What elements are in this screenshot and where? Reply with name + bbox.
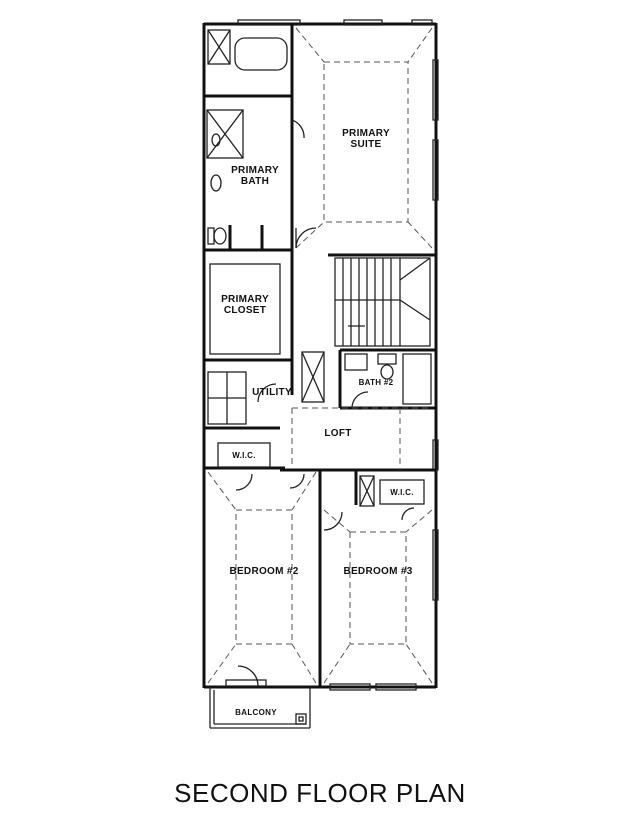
exterior-walls [202,19,439,689]
attic-access [301,351,325,403]
utility-fixtures [207,371,277,425]
bedroom-2-ceiling [207,471,317,687]
plan-title: SECOND FLOOR PLAN [174,778,466,808]
room-label-primary-bath: PRIMARY BATH [231,165,279,187]
room-label-bedroom-2: BEDROOM #2 [229,566,299,577]
room-label-wic-right: W.I.C. [390,488,414,497]
room-label-bath-2: BATH #2 [358,378,394,387]
bedroom-3-ceiling [323,507,433,684]
interior-walls [204,24,436,687]
balcony-outline [209,679,417,729]
primary-bath-fixtures [206,29,288,245]
primary-suite-ceiling [291,27,433,249]
room-label-bedroom-3: BEDROOM #3 [343,566,413,577]
room-label-primary-closet: PRIMARY CLOSET [221,294,269,316]
staircase [334,257,431,347]
room-label-primary-suite: PRIMARY SUITE [342,128,390,150]
room-label-loft: LOFT [324,428,352,439]
bath-2-fixtures [344,353,432,409]
primary-closet-walls [209,263,281,355]
room-label-balcony: BALCONY [235,708,277,717]
room-label-utility: UTILITY [252,387,292,398]
room-label-wic-left: W.I.C. [232,451,256,460]
loft-area [217,407,432,507]
